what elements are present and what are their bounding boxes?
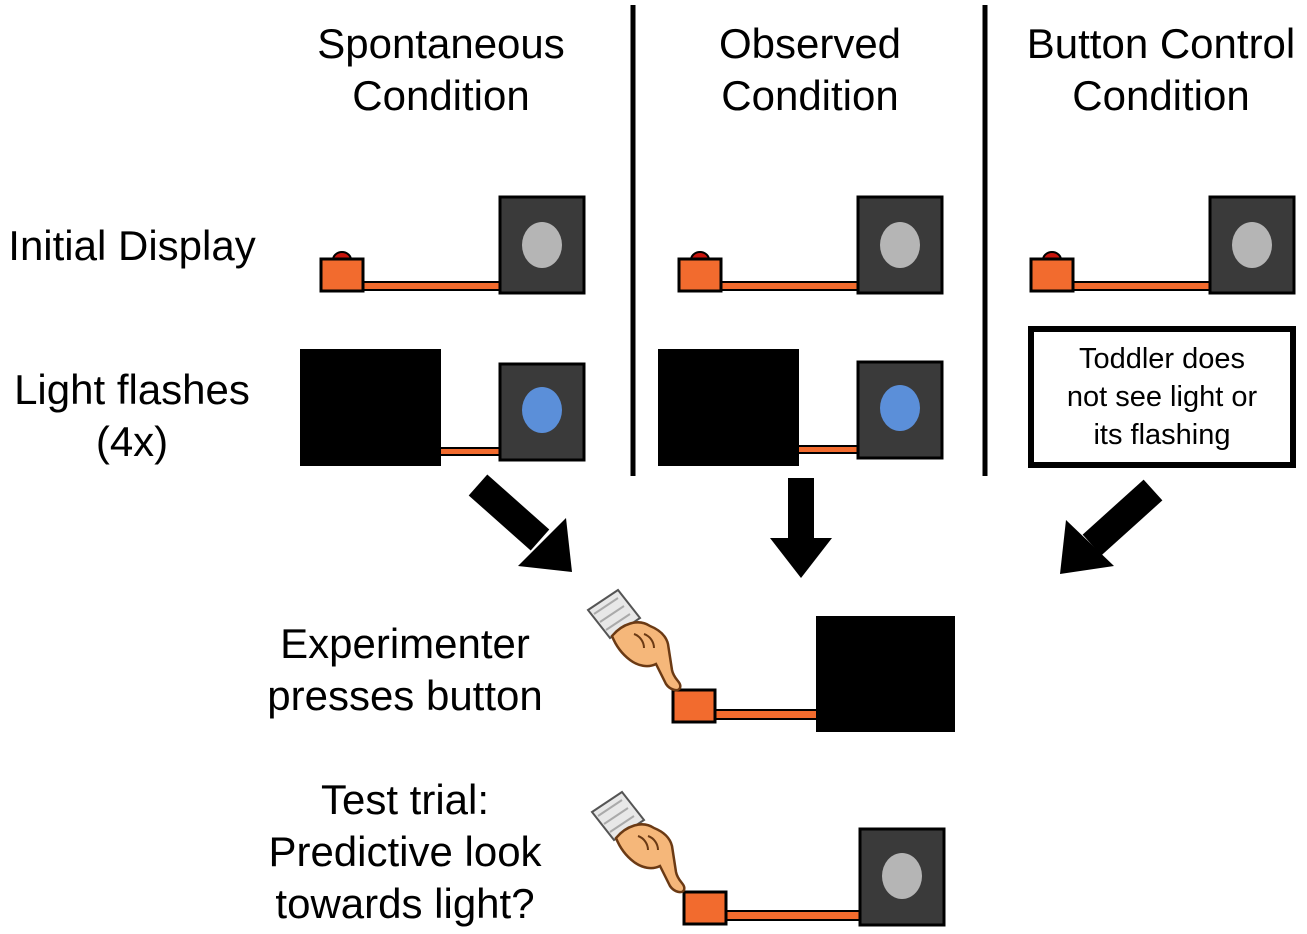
test-trial-scene [682,827,946,927]
row-label-initial-display: Initial Display [8,222,256,269]
initial-display-button-control [1029,195,1296,295]
pointing-hand-icon [586,588,682,692]
row-label-light-flashes: Light flashes (4x) [14,366,250,465]
row-label-test-trial: Test trial: Predictive look towards ligh… [268,776,542,927]
arrow-down-right-icon [468,474,572,572]
control-note-box: Toddler does not see light or its flashi… [1028,326,1296,468]
experimenter-press-scene [671,616,955,732]
column-title-observed: Observed Condition [718,20,902,119]
arrow-down-icon [770,478,832,578]
pointing-hand-icon [590,790,686,894]
initial-display-spontaneous [319,195,586,295]
arrow-down-left-icon [1060,479,1163,574]
light-flashes-spontaneous [300,349,586,466]
column-title-button-control: Button Control Condition [1026,20,1296,119]
row-label-experimenter-presses: Experimenter presses button [267,620,543,719]
light-flashes-observed [658,349,944,466]
column-title-spontaneous: Spontaneous Condition [317,20,565,119]
initial-display-observed [677,195,944,295]
